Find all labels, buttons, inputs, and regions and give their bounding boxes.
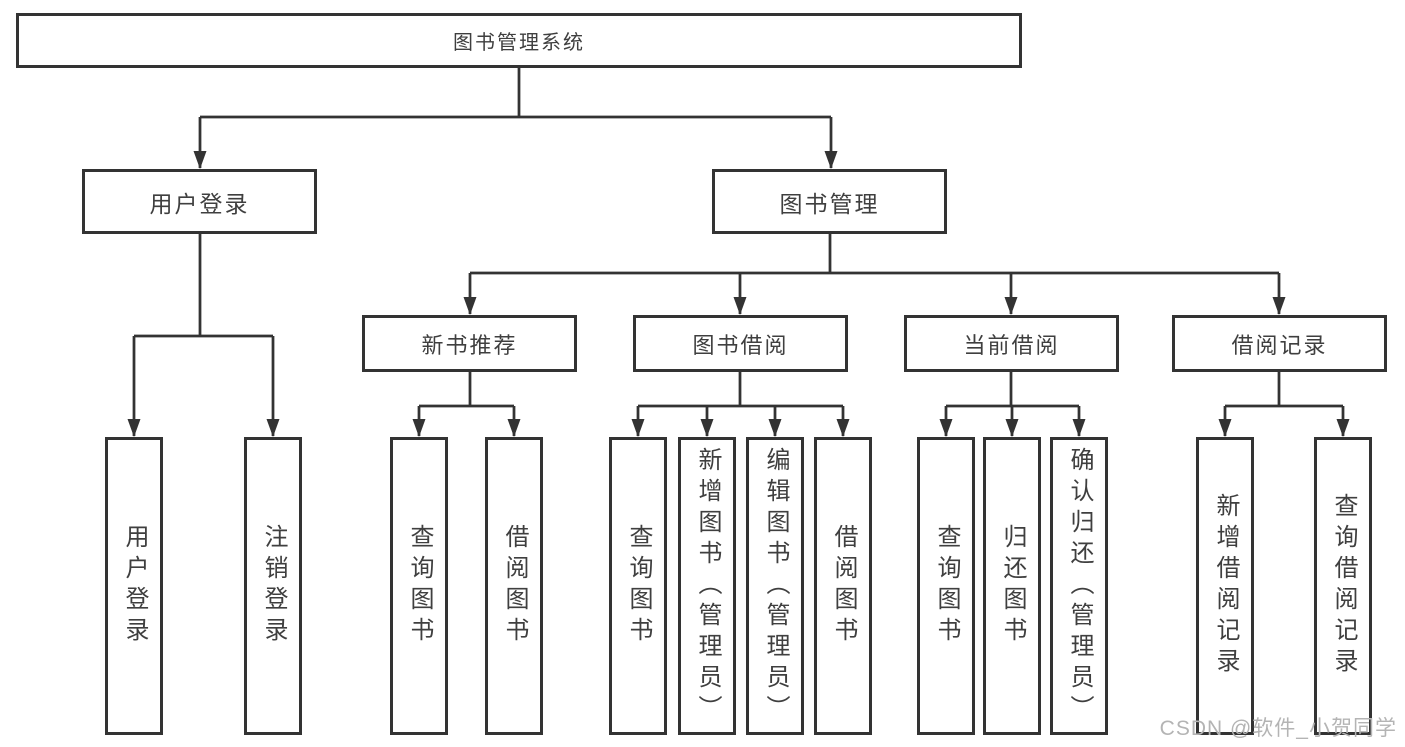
node-user-login: 用户登录 — [82, 169, 317, 234]
node-label: 当前借阅 — [963, 332, 1060, 358]
leaf-logout: 注销登录 — [244, 437, 302, 735]
leaf-borrow-books: 借阅图书 — [485, 437, 543, 735]
leaf-user-login: 用户登录 — [105, 437, 163, 735]
node-label: 新增借阅记录 — [1212, 493, 1239, 679]
node-label: 新书推荐 — [421, 332, 518, 358]
node-label: 用户登录 — [121, 524, 148, 648]
node-borrowing-records: 借阅记录 — [1172, 315, 1387, 372]
node-label: 确认归还（管理员） — [1066, 446, 1093, 726]
node-label: 查询借阅记录 — [1330, 493, 1357, 679]
node-book-management: 图书管理 — [712, 169, 947, 234]
leaf-query-books: 查询图书 — [609, 437, 667, 735]
node-label: 借阅图书 — [830, 524, 857, 648]
leaf-edit-books-admin: 编辑图书（管理员） — [746, 437, 804, 735]
node-label: 图书管理 — [779, 190, 880, 217]
leaf-add-borrow-record: 新增借阅记录 — [1196, 437, 1254, 735]
leaf-borrow-books: 借阅图书 — [814, 437, 872, 735]
node-label: 图书借阅 — [692, 332, 789, 358]
node-label: 新增图书（管理员） — [694, 446, 721, 726]
node-label: 查询图书 — [406, 524, 433, 648]
leaf-query-books: 查询图书 — [917, 437, 975, 735]
node-label: 借阅记录 — [1231, 332, 1328, 358]
node-new-book-recommendation: 新书推荐 — [362, 315, 577, 372]
node-label: 归还图书 — [999, 524, 1026, 648]
leaf-return-books: 归还图书 — [983, 437, 1041, 735]
node-book-borrowing: 图书借阅 — [633, 315, 848, 372]
node-label: 注销登录 — [260, 524, 287, 648]
node-label: 查询图书 — [933, 524, 960, 648]
leaf-query-books: 查询图书 — [390, 437, 448, 735]
node-current-borrowing: 当前借阅 — [904, 315, 1119, 372]
node-label: 借阅图书 — [501, 524, 528, 648]
leaf-confirm-return-admin: 确认归还（管理员） — [1050, 437, 1108, 735]
node-library-management-system: 图书管理系统 — [16, 13, 1022, 68]
node-label: 查询图书 — [625, 524, 652, 648]
leaf-add-books-admin: 新增图书（管理员） — [678, 437, 736, 735]
node-label: 编辑图书（管理员） — [762, 446, 789, 726]
node-label: 用户登录 — [149, 190, 250, 217]
leaf-query-borrow-record: 查询借阅记录 — [1314, 437, 1372, 735]
csdn-watermark: CSDN @软件_小贺同学 — [1159, 717, 1397, 740]
node-label: 图书管理系统 — [453, 32, 585, 54]
